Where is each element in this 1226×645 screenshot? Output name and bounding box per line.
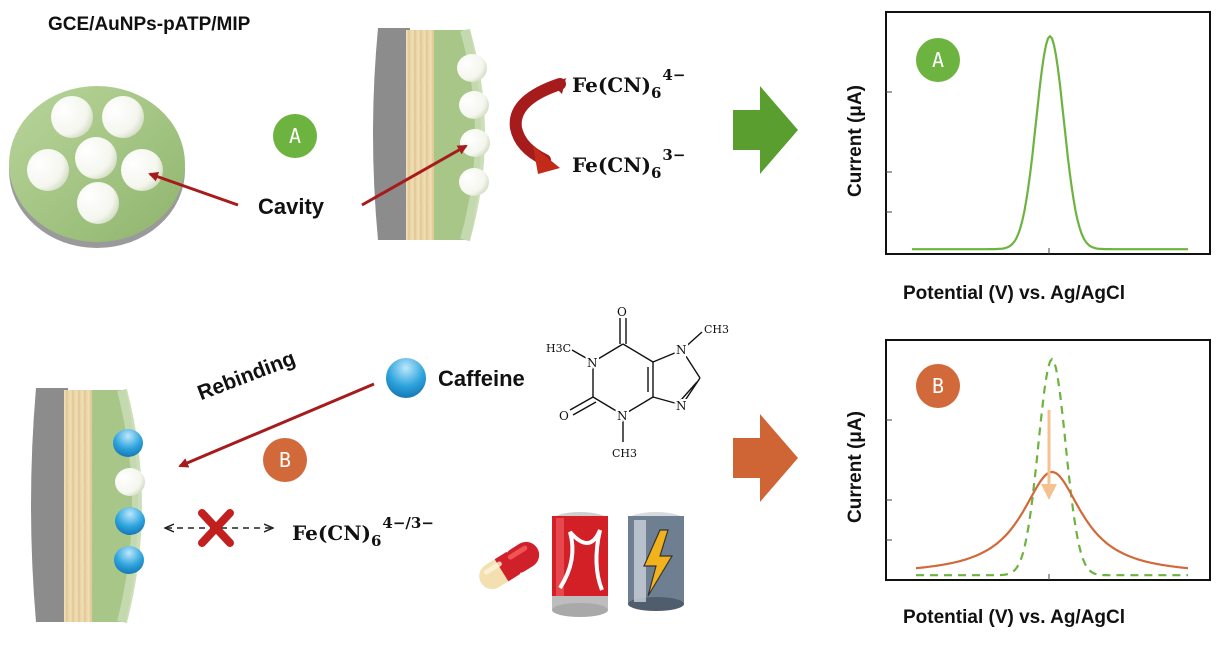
ferricyanide-label: Fe(CN)63− [572,146,685,182]
molecule-atom: CH3 [704,323,729,336]
ferricyanide-formula: Fe(CN) [572,153,651,177]
redox-probe-formula: Fe(CN) [292,521,371,545]
result-arrow-orange [733,414,798,502]
chart-b-ylabel: Current (μA) [845,411,866,523]
redox-curved-arrow [509,78,566,174]
chart-b-ticks [886,419,1050,580]
soda-can-icon [552,512,608,617]
chart-a-ticks [886,91,1050,254]
cavity-hole [457,54,487,82]
cavity-hole [27,149,69,191]
molecule-atom: N [676,399,687,413]
cavity-hole [75,137,117,179]
chart-a-series-solid-line [912,34,1188,251]
molecule-atom: N [617,409,628,423]
redox-probe-subscript: 6 [370,532,382,550]
ferrocyanide-charge: 4− [662,66,686,84]
electrode-disk-top-view [9,86,185,248]
chart-a-axes [885,11,1211,255]
electrode-side-view-top [373,28,490,242]
decrease-arrow-head [1041,484,1057,500]
caffeine-label: Caffeine [438,366,525,391]
cavity-arrow-right [361,144,468,207]
molecule-atom: O [559,409,569,423]
badge-b: B [263,438,307,482]
chart-b-xlabel: Potential (V) vs. Ag/AgCl [903,607,1126,628]
energy-drink-can-icon [628,512,684,611]
cavity-hole [460,129,490,157]
caffeine-molecule-structure [569,318,703,442]
ferrocyanide-label: Fe(CN)64− [572,66,685,102]
molecule-atom: O [617,305,627,319]
chart-b-badge: B [916,364,960,408]
caffeine-sphere-icon [386,358,426,398]
cavity-hole [459,91,489,119]
rebinding-arrow [178,382,375,468]
ferricyanide-subscript: 6 [650,164,662,182]
bound-caffeine-site [114,546,144,574]
cavity-label: Cavity [258,194,325,219]
cross-icon [198,509,234,547]
cavity-arrow-left [148,171,239,207]
chart-a [885,11,1211,255]
chart-b-series-solid-line [915,470,1189,570]
cavity-hole [115,468,145,496]
chart-b-series-dashed-line [916,357,1188,577]
ferricyanide-charge: 3− [662,146,686,164]
molecule-atom: N [676,343,687,357]
chart-a-ylabel: Current (μA) [845,85,866,197]
badge-a: A [273,114,317,158]
ferrocyanide-formula: Fe(CN) [572,73,651,97]
cavity-hole [121,149,163,191]
molecule-atom: N [587,356,598,370]
chart-b [885,339,1211,581]
electrode-side-view-bottom [31,388,145,624]
result-arrow-green [733,86,798,174]
cavity-hole [77,182,119,224]
electrode-title: GCE/AuNPs-pATP/MIP [48,14,251,35]
molecule-atom: H3C [546,342,571,355]
bound-caffeine-site [113,429,143,457]
cavity-hole [459,168,489,196]
chart-a-badge: A [916,38,960,82]
redox-probe-charge: 4−/3− [382,514,434,532]
cavity-hole [51,96,93,138]
cavity-hole [102,96,144,138]
ferrocyanide-subscript: 6 [650,84,662,102]
pill-capsule-icon [479,541,540,590]
chart-a-xlabel: Potential (V) vs. Ag/AgCl [903,283,1126,304]
bound-caffeine-site [115,507,145,535]
molecule-atom: CH3 [612,447,637,460]
redox-probe-label: Fe(CN)64−/3− [292,514,434,550]
